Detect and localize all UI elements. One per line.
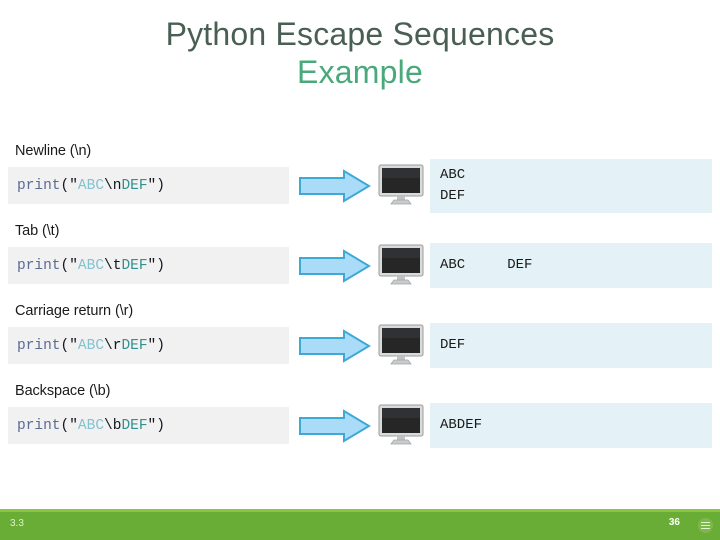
code-token-escape: \b <box>104 417 122 434</box>
monitor-icon <box>378 164 424 206</box>
menu-line <box>701 527 710 530</box>
page-title: Python Escape Sequences Example <box>0 16 720 92</box>
code-token-open: (" <box>60 417 78 434</box>
code-text: print("ABC\nDEF") <box>8 178 165 194</box>
right-arrow-icon <box>298 329 372 363</box>
output-panel-newline: ABC DEF <box>430 159 712 213</box>
code-text: print("ABC\rDEF") <box>8 338 165 354</box>
right-arrow-icon <box>298 409 372 443</box>
title-line-primary: Python Escape Sequences <box>165 16 555 52</box>
code-token-close: ") <box>147 337 165 354</box>
code-token-escape: \t <box>104 257 122 274</box>
output-line: DEF <box>440 188 466 204</box>
escape-sequence-table: Newline (\n) print("ABC\nDEF") ABC DEF T… <box>0 143 720 463</box>
right-arrow-icon <box>298 249 372 283</box>
menu-line <box>701 524 710 527</box>
output-line: ABC DEF <box>440 256 533 273</box>
code-token-string-first: ABC <box>77 257 105 274</box>
output-line: ABDEF <box>440 416 483 433</box>
code-text: print("ABC\tDEF") <box>8 258 165 274</box>
footer-section-label: 3.3 <box>10 518 24 529</box>
table-row: Newline (\n) print("ABC\nDEF") ABC DEF <box>0 143 720 223</box>
code-token-function: print <box>17 417 61 434</box>
code-token-function: print <box>17 337 61 354</box>
table-row: Carriage return (\r) print("ABC\rDEF") D… <box>0 303 720 383</box>
row-label-newline: Newline (\n) <box>15 143 92 159</box>
footer-bar: 3.3 36 <box>0 509 720 540</box>
code-token-close: ") <box>147 417 165 434</box>
monitor-icon <box>378 244 424 286</box>
code-panel-tab[interactable]: print("ABC\tDEF") <box>8 247 289 284</box>
code-token-close: ") <box>147 257 165 274</box>
menu-circle-icon[interactable] <box>698 518 713 533</box>
output-line: DEF <box>440 336 466 353</box>
output-panel-tab: ABC DEF <box>430 243 712 288</box>
code-panel-carriage-return[interactable]: print("ABC\rDEF") <box>8 327 289 364</box>
code-token-string-first: ABC <box>77 177 105 194</box>
code-token-function: print <box>17 257 61 274</box>
code-panel-newline[interactable]: print("ABC\nDEF") <box>8 167 289 204</box>
code-token-function: print <box>17 177 61 194</box>
row-label-backspace: Backspace (\b) <box>15 383 111 399</box>
code-text: print("ABC\bDEF") <box>8 418 165 434</box>
output-panel-backspace: ABDEF <box>430 403 712 448</box>
row-label-carriage-return: Carriage return (\r) <box>15 303 134 319</box>
code-token-close: ") <box>147 177 165 194</box>
row-label-tab: Tab (\t) <box>15 223 60 239</box>
right-arrow-icon <box>298 169 372 203</box>
code-token-string-first: ABC <box>77 337 105 354</box>
code-token-open: (" <box>60 257 78 274</box>
code-panel-backspace[interactable]: print("ABC\bDEF") <box>8 407 289 444</box>
code-token-open: (" <box>60 337 78 354</box>
code-token-escape: \n <box>104 177 122 194</box>
code-token-open: (" <box>60 177 78 194</box>
monitor-icon <box>378 324 424 366</box>
title-line-secondary: Example <box>297 53 423 90</box>
code-token-string-second: DEF <box>121 257 148 274</box>
code-token-string-first: ABC <box>77 417 105 434</box>
code-token-escape: \r <box>104 337 122 354</box>
code-token-string-second: DEF <box>121 177 148 194</box>
code-token-string-second: DEF <box>121 337 148 354</box>
table-row: Backspace (\b) print("ABC\bDEF") ABDEF <box>0 383 720 463</box>
output-line: ABC <box>440 166 466 183</box>
table-row: Tab (\t) print("ABC\tDEF") ABC DEF <box>0 223 720 303</box>
output-panel-carriage-return: DEF <box>430 323 712 368</box>
code-token-string-second: DEF <box>121 417 148 434</box>
menu-line <box>701 521 710 524</box>
footer-page-number: 36 <box>668 517 680 528</box>
monitor-icon <box>378 404 424 446</box>
